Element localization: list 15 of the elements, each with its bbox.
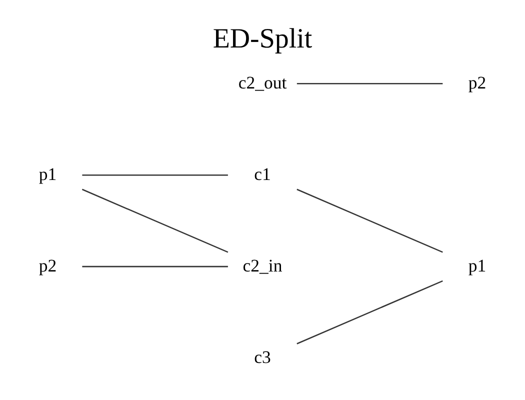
node-text: c3 [254,346,271,366]
connector [296,280,443,344]
connector [296,188,443,252]
node-text: p2 [38,254,57,275]
connector [296,82,443,84]
node-text: c2_in [242,254,282,275]
node-text: p2 [468,72,486,92]
node-text: c2_out [238,72,287,92]
node-text: c1 [254,163,271,184]
connector [82,265,228,267]
connector [82,188,228,252]
connector [82,174,228,176]
diagram-title: ED-Split [212,23,312,54]
node-text: p1 [468,254,486,275]
node-text: p1 [38,163,57,184]
